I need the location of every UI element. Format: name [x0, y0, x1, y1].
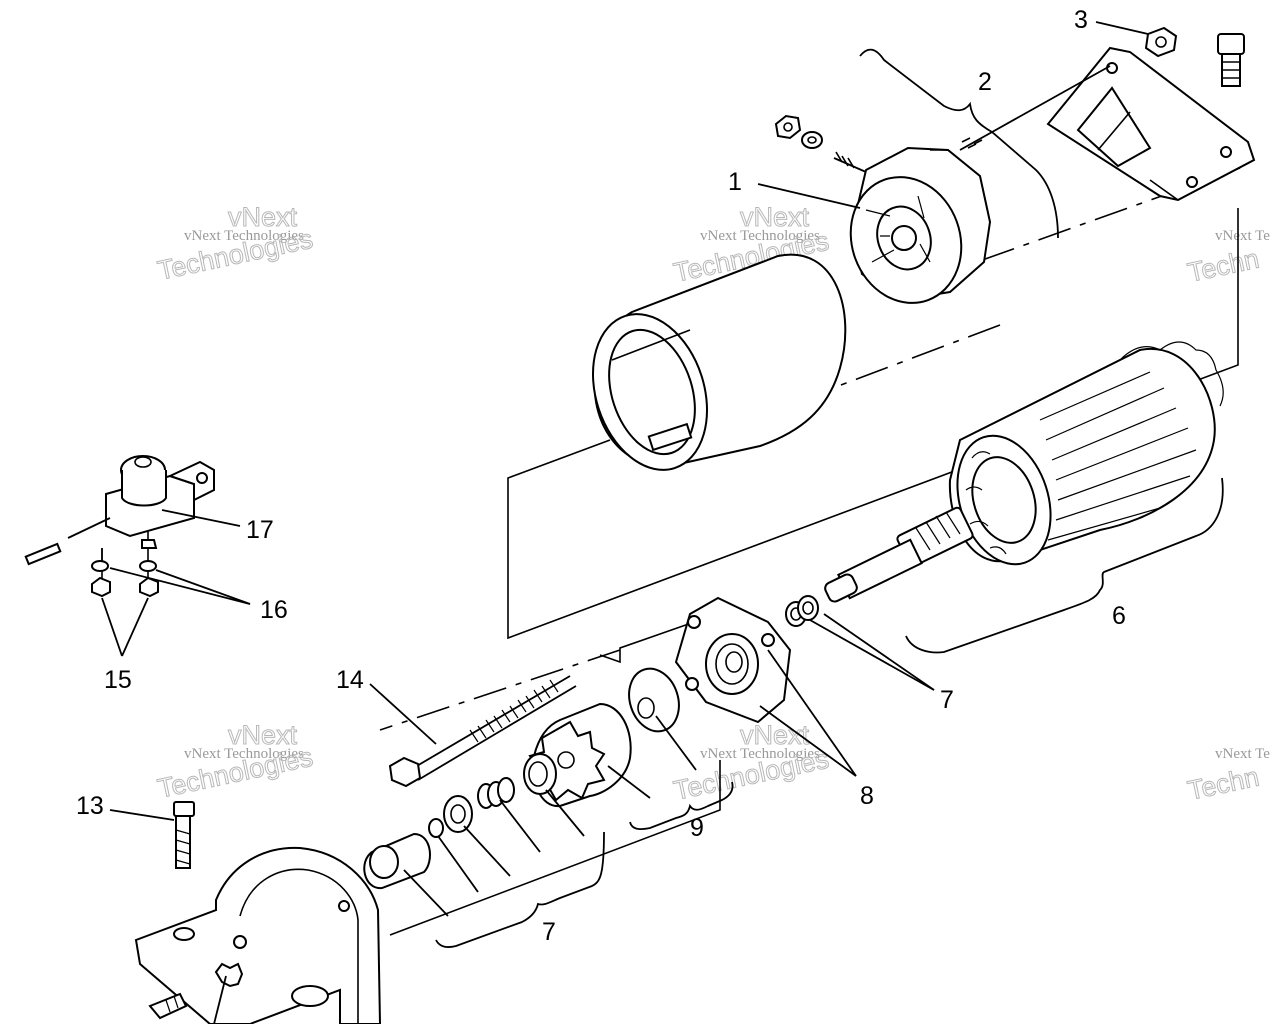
callout-7-lower: 7	[542, 918, 556, 946]
callout-16: 16	[260, 596, 288, 624]
shaft-washers-7	[785, 595, 819, 627]
watermark-right-top: vNext Te Techn	[1185, 228, 1271, 288]
leader-lines	[101, 21, 1224, 1024]
callout-2: 2	[978, 68, 992, 96]
field-housing	[592, 253, 847, 471]
svg-text:Techn: Techn	[1185, 762, 1262, 806]
svg-text:vNext Technologies: vNext Technologies	[700, 746, 820, 762]
svg-text:Techn: Techn	[1185, 244, 1262, 288]
end-cap-1	[849, 146, 992, 304]
watermark-center-bottom: vNext vNext Technologies Technologies	[671, 720, 832, 807]
callout-13: 13	[76, 792, 104, 820]
nuts-washers-15-16	[91, 548, 159, 598]
mounting-bracket	[134, 846, 382, 1024]
through-bolt-bracket	[959, 65, 1111, 151]
through-bolt-14	[388, 675, 577, 788]
callout-15: 15	[104, 666, 132, 694]
drive-end-plate-8	[674, 596, 792, 724]
bolt-top-right	[1217, 33, 1245, 87]
callout-labels: 1 2 3 6 7 7 8 9 13 14 15 16 17	[76, 6, 1126, 946]
callout-8: 8	[860, 782, 874, 810]
svg-text:vNext Technologies: vNext Technologies	[184, 746, 304, 762]
callout-3: 3	[1074, 6, 1088, 34]
svg-text:vNext Technologies: vNext Technologies	[184, 228, 304, 244]
nut-washer-top	[774, 114, 867, 173]
watermark-right-bottom: vNext Te Techn	[1185, 746, 1271, 806]
gasket-disc	[628, 667, 680, 733]
svg-text:vNext: vNext	[740, 202, 810, 232]
svg-text:vNext Te: vNext Te	[1215, 746, 1270, 762]
svg-text:vNext: vNext	[228, 202, 298, 232]
watermark-left-top: vNext vNext Technologies Technologies	[155, 202, 316, 287]
bolt-13	[173, 801, 195, 869]
callout-17: 17	[246, 516, 274, 544]
solenoid-17	[24, 455, 215, 566]
armature-6	[824, 341, 1224, 603]
callout-1: 1	[728, 168, 742, 196]
svg-text:vNext: vNext	[228, 720, 298, 750]
callout-9: 9	[690, 814, 704, 842]
drive-spacers-7	[363, 753, 557, 890]
svg-text:vNext Te: vNext Te	[1215, 228, 1270, 244]
rear-bracket	[1046, 46, 1256, 202]
callout-7-upper: 7	[940, 686, 954, 714]
svg-text:vNext Technologies: vNext Technologies	[700, 228, 820, 244]
callout-14: 14	[336, 666, 364, 694]
watermark-left-bottom: vNext vNext Technologies Technologies	[155, 720, 316, 805]
callout-6: 6	[1112, 602, 1126, 630]
nut-3	[1144, 26, 1178, 58]
